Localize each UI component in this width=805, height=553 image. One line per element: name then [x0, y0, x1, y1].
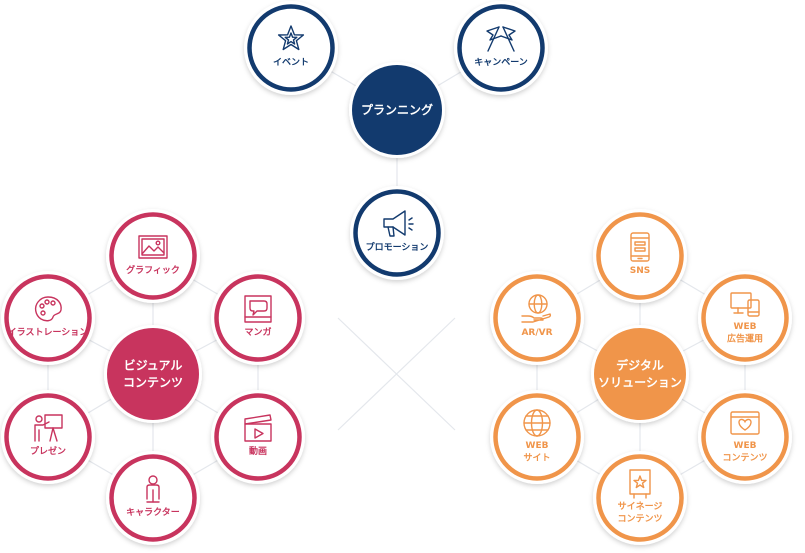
node-label: ソリューション — [598, 376, 682, 390]
node-digital-5: AR/VR — [490, 271, 584, 365]
node-ring — [457, 4, 545, 92]
node-ring — [214, 274, 302, 362]
node-digital-2: WEB コンテンツ — [698, 390, 792, 484]
node-digital-4: WEB サイト — [490, 390, 584, 484]
node-label: 広告運用 — [727, 333, 763, 345]
node-visual-3: キャラクター — [106, 451, 200, 545]
hub-circle — [352, 65, 442, 155]
node-visual-2: 動画 — [211, 390, 305, 484]
cross-connector — [337, 317, 456, 431]
node-visual-1: マンガ — [211, 271, 305, 365]
node-label: WEB — [734, 441, 757, 451]
node-label: コンテンツ — [123, 376, 183, 390]
character-icon — [146, 475, 160, 503]
node-ring — [4, 274, 92, 362]
node-ring — [701, 393, 789, 481]
node-label: サイネージ — [618, 501, 663, 512]
group-digital: SNSWEB広告運用WEBコンテンツサイネージコンテンツWEBサイトAR/VRデ… — [490, 209, 792, 545]
node-ring — [701, 274, 789, 362]
devices-icon — [730, 292, 760, 317]
node-label: プレゼン — [30, 445, 66, 457]
node-label: ビジュアル — [124, 358, 183, 373]
node-label: WEB — [734, 322, 757, 332]
megaphone-icon — [383, 210, 414, 237]
node-visual-4: プレゼン — [1, 390, 95, 484]
node-ring — [4, 393, 92, 481]
star-icon — [277, 25, 305, 51]
node-label: グラフィック — [126, 264, 180, 276]
node-label: コンテンツ — [617, 514, 662, 525]
node-label: イラストレーション — [8, 327, 89, 338]
node-digital-0: SNS — [593, 209, 687, 303]
node-label: AR/VR — [521, 328, 552, 338]
node-label: プロモーション — [366, 241, 429, 253]
node-ring — [247, 4, 335, 92]
hub-circle — [107, 328, 199, 420]
smartphone-icon — [630, 232, 650, 262]
node-visual-5: イラストレーション — [1, 271, 95, 365]
hand-globe-icon — [521, 294, 552, 323]
node-label: 動画 — [249, 445, 267, 457]
node-label: マンガ — [244, 326, 271, 338]
node-ring — [596, 454, 684, 542]
node-planning-2: プロモーション — [350, 186, 444, 280]
presenter-icon — [34, 414, 63, 442]
node-label: キャラクター — [126, 506, 180, 518]
node-label: SNS — [630, 266, 651, 276]
signage-icon — [629, 469, 651, 499]
hub-circle — [594, 328, 686, 420]
node-label: プランニング — [361, 102, 433, 117]
video-clapper-icon — [244, 414, 272, 442]
node-ring — [109, 212, 197, 300]
node-label: WEB — [526, 441, 549, 451]
node-planning-1: キャンペーン — [454, 1, 548, 95]
node-ring — [493, 393, 581, 481]
browser-heart-icon — [730, 411, 760, 435]
globe-icon — [523, 409, 551, 437]
node-label: コンテンツ — [722, 453, 767, 464]
node-label: サイト — [523, 453, 550, 464]
hub-planning: プランニング — [349, 62, 445, 158]
node-label: キャンペーン — [474, 57, 528, 68]
node-label: イベント — [273, 57, 309, 68]
node-ring — [353, 189, 441, 277]
palette-icon — [34, 296, 62, 322]
node-visual-0: グラフィック — [106, 209, 200, 303]
diagram-nodes: イベント キャンペーンプロモーションプランニンググラフィックマンガ動画キャラクター… — [1, 1, 792, 545]
flags-icon — [486, 26, 516, 52]
node-label: デジタル — [616, 358, 664, 373]
comic-icon — [244, 295, 272, 323]
image-frame-icon — [138, 235, 168, 259]
node-planning-0: イベント — [244, 1, 338, 95]
